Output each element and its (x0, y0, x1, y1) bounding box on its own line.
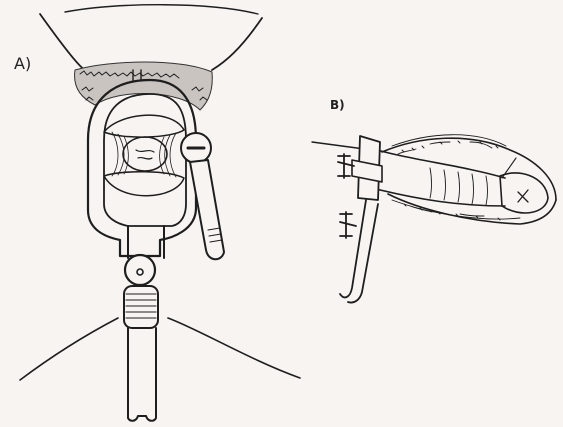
speculum-neck (128, 226, 164, 258)
panel-a-drawing (20, 5, 300, 421)
panel-b-label: B) (330, 98, 345, 112)
blade-upper (370, 148, 505, 178)
cervix (123, 137, 167, 171)
pubic-hair (75, 62, 213, 110)
top-curve (65, 5, 258, 14)
speculum-handle (128, 328, 156, 421)
canal-outer-lower (388, 194, 556, 224)
lower-right-thigh (168, 318, 300, 378)
cervical-os (136, 150, 154, 159)
cervix-b (500, 173, 548, 213)
panel-b-drawing (312, 135, 556, 303)
lower-left-thigh (20, 318, 118, 380)
blade-ribs (430, 168, 488, 205)
body-contour-top-right (212, 18, 262, 70)
body-contour-top (40, 14, 100, 74)
ribbed-collar (124, 286, 158, 328)
pointer-line (502, 158, 516, 178)
upper-blade (104, 115, 184, 137)
cervix-b-mark (518, 190, 528, 202)
panel-a-label: A) (14, 54, 31, 73)
speculum-inner-frame (104, 94, 186, 226)
lower-blade (104, 172, 184, 196)
hinge-screw-lower (340, 212, 356, 238)
blade-lower (372, 188, 505, 206)
lower-screw (125, 255, 155, 285)
